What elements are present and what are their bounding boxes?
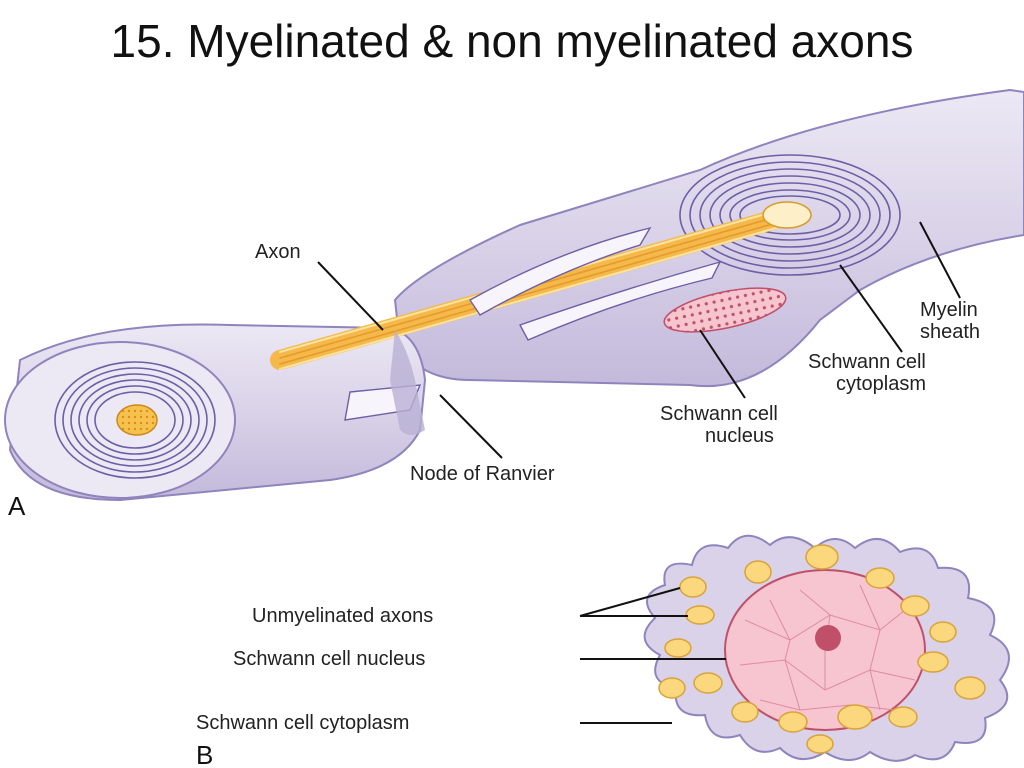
label-myelin-sheath-line2: sheath [920, 321, 980, 343]
label-schwann-cell-cytoplasm: Schwann cell cytoplasm [196, 712, 409, 734]
label-schwann-cell-nucleus: Schwann cell nucleus [233, 648, 425, 670]
page-title: 15. Myelinated & non myelinated axons [110, 15, 914, 67]
label-myelin-sheath-line1: Myelin [920, 299, 978, 321]
panel-letter-b: B [196, 740, 213, 768]
label-schwann-cytoplasm-line2: cytoplasm [836, 373, 926, 395]
unmyelinated-axons [658, 544, 986, 754]
unmyelinated-illustration [643, 534, 1010, 762]
myelin-lamellae-left [54, 361, 216, 479]
label-schwann-nucleus-line2: nucleus [705, 425, 774, 447]
label-schwann-cytoplasm-line1: Schwann cell [808, 351, 926, 373]
label-schwann-nucleus-line1: Schwann cell [660, 403, 778, 425]
panel-letter-a: A [8, 491, 26, 521]
node-of-ranvier-gap [390, 330, 425, 435]
axon-end-cross-section [762, 201, 812, 229]
myelinated-axon-illustration [4, 88, 1024, 502]
label-node-of-ranvier: Node of Ranvier [410, 463, 555, 485]
myelin-lamellae-right [679, 154, 901, 276]
leader-lines-b [579, 587, 726, 724]
label-axon: Axon [255, 241, 301, 263]
label-unmyelinated-axons: Unmyelinated axons [252, 605, 433, 627]
leader-lines-a [317, 221, 961, 459]
